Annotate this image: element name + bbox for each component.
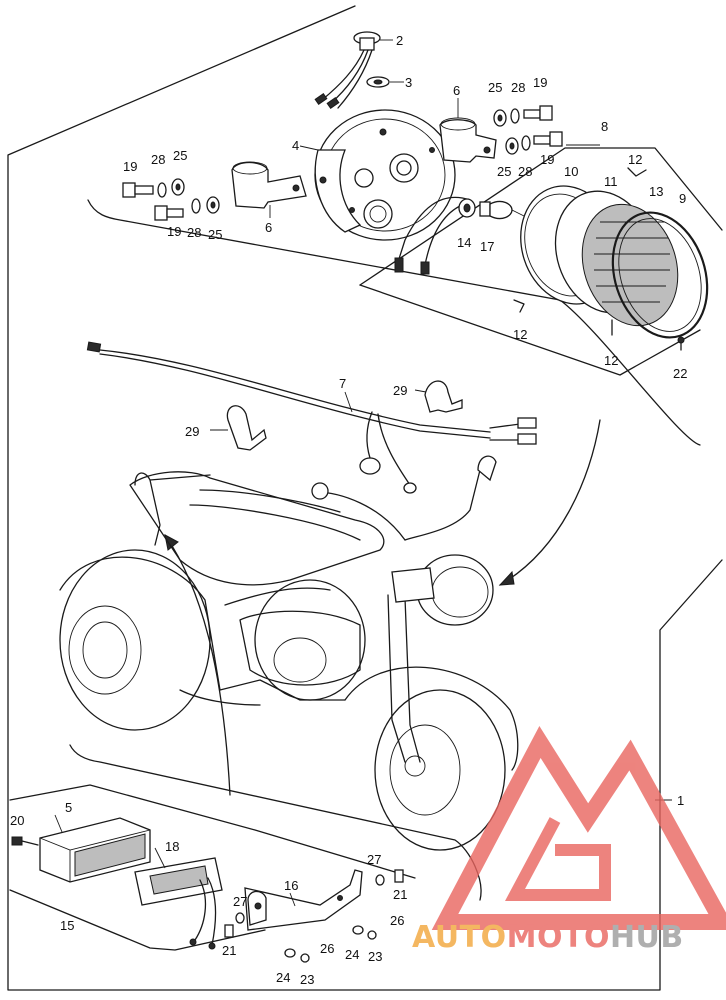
callout-25-left-low: 25 xyxy=(208,227,222,242)
watermark-text-hub: HUB xyxy=(610,920,684,955)
callout-14: 14 xyxy=(457,235,471,250)
frame-lines xyxy=(7,5,723,991)
grommet-and-wires xyxy=(314,31,390,110)
callout-6-left: 6 xyxy=(265,220,272,235)
callout-19-right: 19 xyxy=(540,152,554,167)
callout-12-bottom: 12 xyxy=(604,353,618,368)
watermark-text-moto: MOTO xyxy=(507,920,610,955)
callout-9: 9 xyxy=(679,191,686,206)
tail-light-assembly xyxy=(11,817,404,963)
callout-23-left: 23 xyxy=(300,972,314,987)
lens-pattern xyxy=(594,221,670,303)
pointer-arrows xyxy=(164,419,601,796)
callout-21-left: 21 xyxy=(222,943,236,958)
callout-19-left-low: 19 xyxy=(167,224,181,239)
headlight-unit xyxy=(513,167,709,351)
callout-17: 17 xyxy=(480,239,494,254)
callout-29-left: 29 xyxy=(185,424,199,439)
callout-23-right: 23 xyxy=(368,949,382,964)
callout-16: 16 xyxy=(284,878,298,893)
callout-12-top: 12 xyxy=(628,152,642,167)
callout-25-right: 25 xyxy=(497,164,511,179)
callout-28-left: 28 xyxy=(151,152,165,167)
callout-1: 1 xyxy=(677,793,684,808)
callout-7: 7 xyxy=(339,376,346,391)
callout-3: 3 xyxy=(405,75,412,90)
callout-18: 18 xyxy=(165,839,179,854)
bolts-and-washers-right xyxy=(493,105,563,155)
callout-11: 11 xyxy=(604,174,618,189)
callout-5: 5 xyxy=(65,800,72,815)
callout-4: 4 xyxy=(292,138,299,153)
callout-2: 2 xyxy=(396,33,403,48)
watermark-outer-triangle xyxy=(431,726,726,930)
callout-25-left: 25 xyxy=(173,148,187,163)
callout-19-left: 19 xyxy=(123,159,137,174)
callout-26-right: 26 xyxy=(390,913,404,928)
callout-8: 8 xyxy=(601,119,608,134)
watermark-text: AUTOMOTOHUB xyxy=(412,920,684,955)
watermark-logo: AUTOMOTOHUB xyxy=(412,726,726,955)
callout-21-right: 21 xyxy=(393,887,407,902)
callout-28-right: 28 xyxy=(518,164,532,179)
callout-19-right-top: 19 xyxy=(533,75,547,90)
leader-lines xyxy=(54,39,600,907)
callout-28-right-top: 28 xyxy=(511,80,525,95)
callout-26-left: 26 xyxy=(320,941,334,956)
bolts-and-washers-left xyxy=(122,178,220,221)
atv-illustration xyxy=(59,455,519,851)
callout-15: 15 xyxy=(60,918,74,933)
watermark-inner-g-shape xyxy=(505,817,611,901)
callout-24-left: 24 xyxy=(276,970,290,985)
callout-27-right: 27 xyxy=(367,852,381,867)
callout-20: 20 xyxy=(10,813,24,828)
callout-27-left: 27 xyxy=(233,894,247,909)
mounting-brackets xyxy=(231,117,497,209)
callout-22: 22 xyxy=(673,366,687,381)
callout-28-left-low: 28 xyxy=(187,225,201,240)
callout-24-right: 24 xyxy=(345,947,359,962)
callout-10: 10 xyxy=(564,164,578,179)
callout-labels: 1 2 3 4 5 6 6 7 8 9 10 11 12 12 12 13 14… xyxy=(10,33,687,987)
callout-13: 13 xyxy=(649,184,663,199)
callout-25-right-top: 25 xyxy=(488,80,502,95)
watermark-text-auto: AUTO xyxy=(412,920,507,955)
socket-and-bulb xyxy=(394,196,529,275)
callout-6-right: 6 xyxy=(453,83,460,98)
wire-harness xyxy=(86,341,537,494)
callout-29-right: 29 xyxy=(393,383,407,398)
headlight-case xyxy=(314,109,456,241)
callout-12-left: 12 xyxy=(513,327,527,342)
